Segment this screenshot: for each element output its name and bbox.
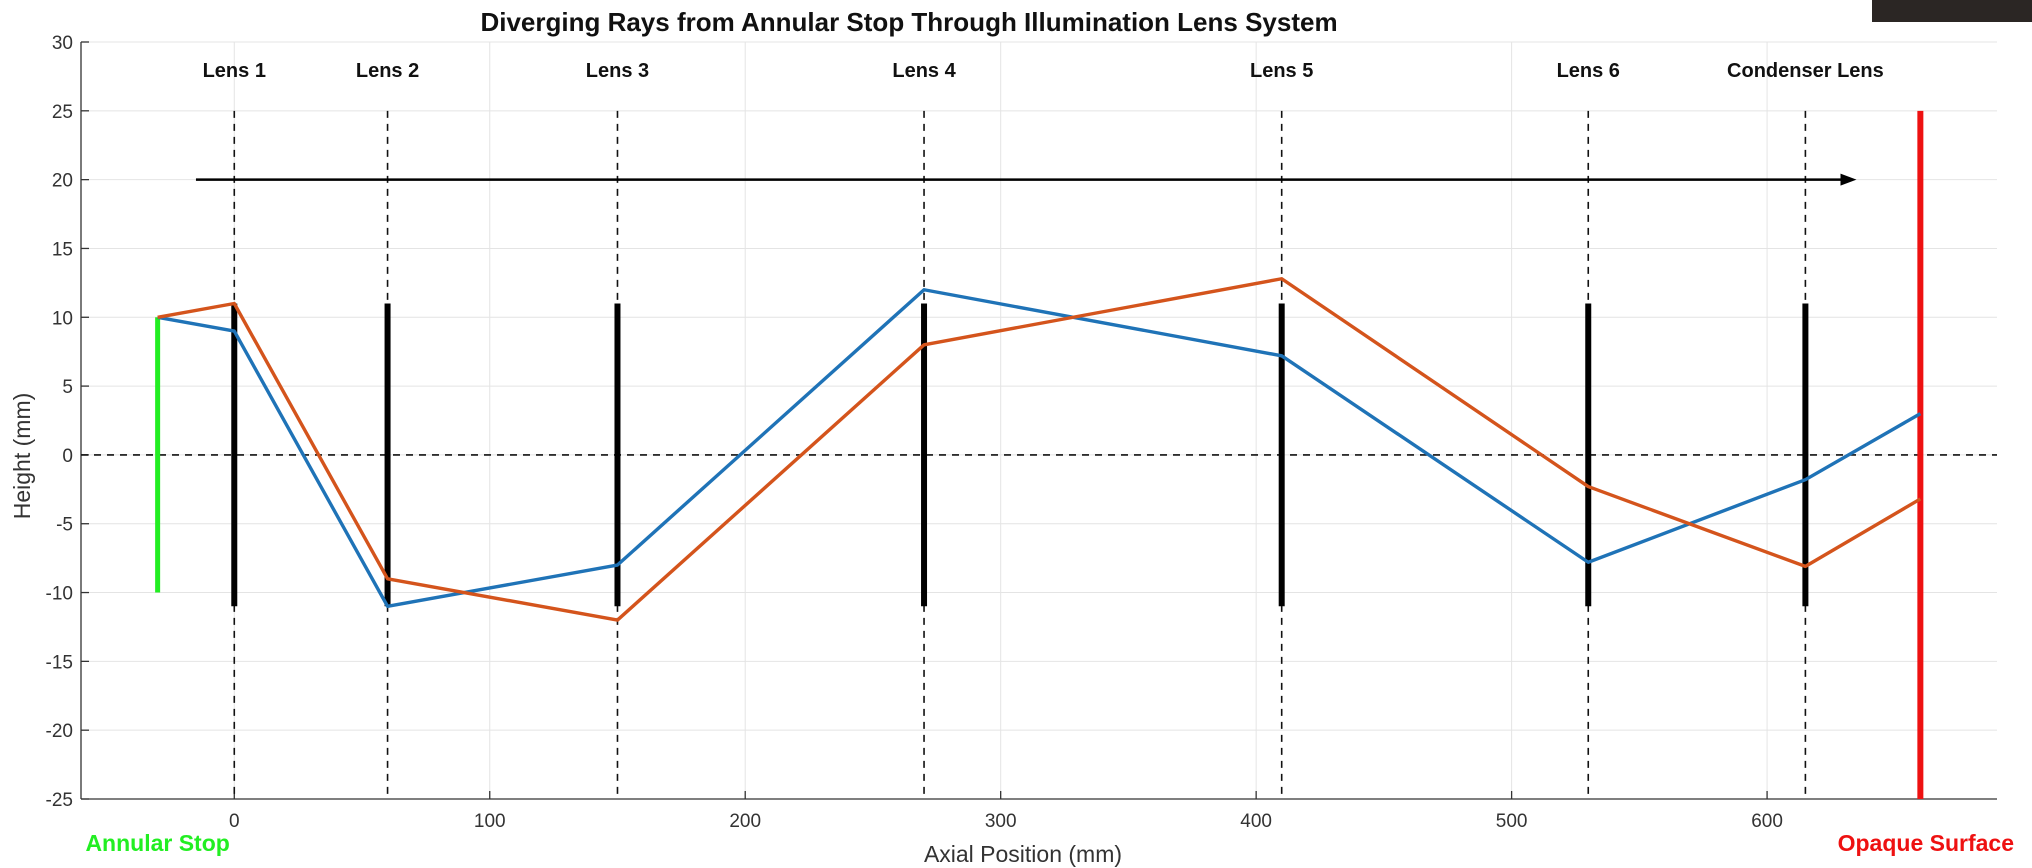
lens-label: Lens 6	[1557, 60, 1620, 82]
y-tick-label: -15	[46, 652, 73, 673]
y-axis-label: Height (mm)	[9, 393, 35, 520]
y-tick-label: 5	[62, 377, 73, 398]
x-tick-label: 600	[1751, 811, 1783, 832]
x-tick-label: 200	[729, 811, 761, 832]
y-tick-label: 0	[62, 446, 73, 467]
opaque-surface-label: Opaque Surface	[1838, 830, 2014, 856]
y-tick-label: -10	[46, 584, 73, 605]
ray-series-2	[157, 277, 1922, 622]
annular-stop-label: Annular Stop	[85, 830, 229, 856]
y-tick-label: 25	[52, 102, 73, 123]
x-axis-label: Axial Position (mm)	[924, 841, 1122, 867]
y-tick-label: -5	[56, 515, 73, 536]
y-tick-label: 20	[52, 171, 73, 192]
lens-label: Lens 3	[586, 60, 649, 82]
x-tick-label: 300	[985, 811, 1017, 832]
y-tick-label: 15	[52, 239, 73, 260]
lens-label: Lens 5	[1250, 60, 1313, 82]
y-tick-label: -25	[46, 790, 73, 811]
y-tick-label: -20	[46, 721, 73, 742]
lens-label: Lens 4	[892, 60, 956, 82]
direction-arrow-head	[1840, 173, 1857, 186]
x-tick-label: 500	[1496, 811, 1528, 832]
chart-title: Diverging Rays from Annular Stop Through…	[480, 7, 1337, 37]
x-tick-label: 400	[1240, 811, 1272, 832]
lens-label: Condenser Lens	[1727, 60, 1884, 82]
x-tick-label: 0	[229, 811, 240, 832]
plot-area: 0 100 200 300 400 500 600 -25 -20 -15 -10 -5 0 5 10 15 2…	[46, 33, 2014, 856]
x-tick-label: 100	[474, 811, 506, 832]
y-tick-label: 30	[52, 33, 73, 54]
lens-label: Lens 1	[203, 60, 266, 82]
corner-thumbnail	[1872, 0, 2032, 22]
ray-series-1	[157, 288, 1922, 609]
y-tick-label: 10	[52, 308, 73, 329]
lens-label: Lens 2	[356, 60, 419, 82]
